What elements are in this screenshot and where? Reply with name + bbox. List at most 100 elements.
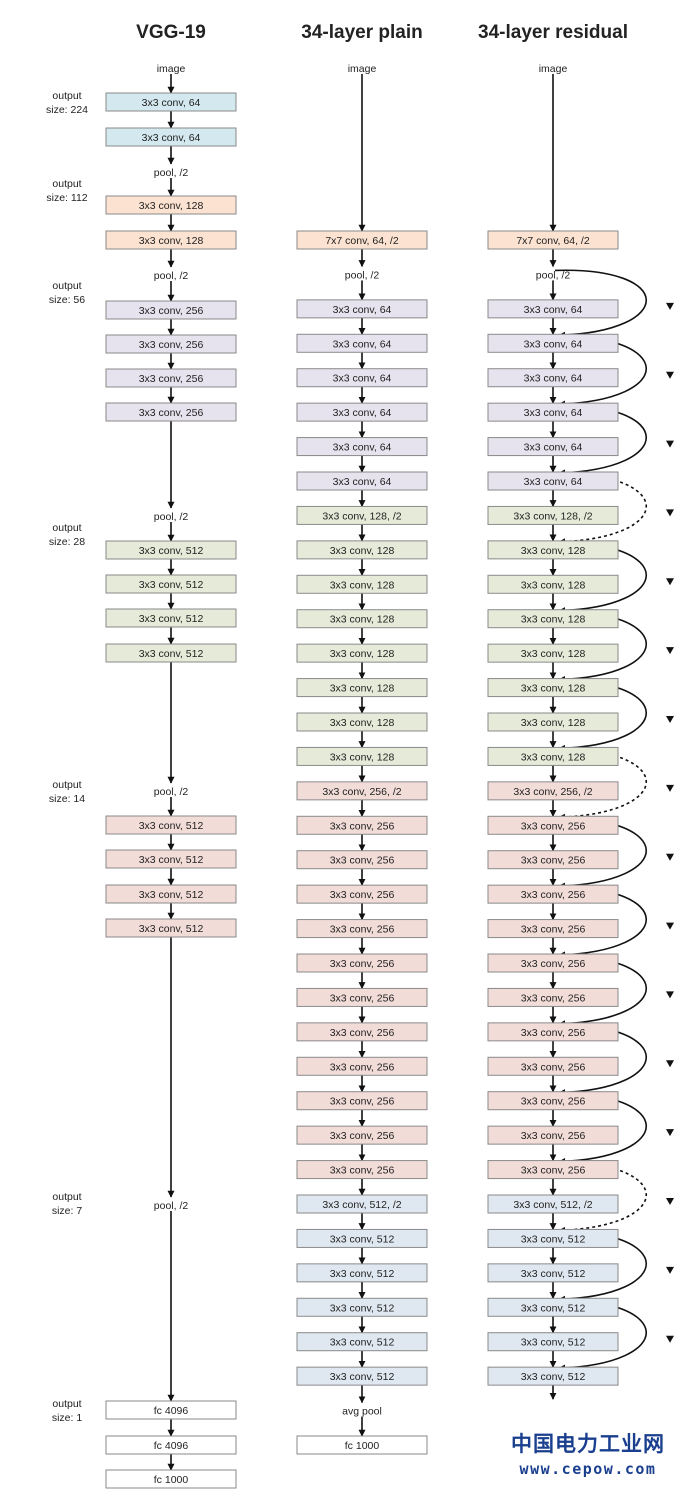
watermark-chinese-text: 中国电力工业网	[511, 1432, 665, 1456]
plain-layer-10: 3x3 conv, 128	[296, 540, 428, 560]
plain-label-2: pool, /2	[345, 269, 380, 281]
vgg-layer-10: 3x3 conv, 256	[105, 402, 237, 422]
vgg-layer-13: 3x3 conv, 512	[105, 574, 237, 594]
vgg-label-0: image	[157, 63, 186, 75]
residual-layer-10: 3x3 conv, 128	[487, 540, 619, 560]
svg-text:3x3 conv, 512: 3x3 conv, 512	[521, 1302, 586, 1314]
plain-layer-34: 3x3 conv, 512	[296, 1366, 428, 1386]
svg-text:3x3 conv, 512: 3x3 conv, 512	[139, 648, 204, 660]
shortcut-arrowhead	[666, 1129, 674, 1137]
svg-text:3x3 conv, 64: 3x3 conv, 64	[333, 338, 392, 350]
svg-text:3x3 conv, 256: 3x3 conv, 256	[139, 373, 204, 385]
svg-text:3x3 conv, 64: 3x3 conv, 64	[333, 442, 392, 454]
svg-text:3x3 conv, 128: 3x3 conv, 128	[521, 683, 586, 695]
residual-shortcut-7	[554, 747, 648, 821]
output-size-28: output size: 28	[32, 521, 102, 549]
svg-text:3x3 conv, 256, /2: 3x3 conv, 256, /2	[513, 786, 592, 798]
svg-text:3x3 conv, 64: 3x3 conv, 64	[524, 407, 583, 419]
svg-text:3x3 conv, 128: 3x3 conv, 128	[521, 614, 586, 626]
svg-text:3x3 conv, 128: 3x3 conv, 128	[139, 200, 204, 212]
plain-layer-3: 3x3 conv, 64	[296, 299, 428, 319]
vgg-layer-12: 3x3 conv, 512	[105, 540, 237, 560]
watermark-url: www.cepow.com	[519, 1460, 657, 1478]
svg-text:3x3 conv, 128: 3x3 conv, 128	[330, 717, 395, 729]
column-title-residual: 34-layer residual	[478, 22, 628, 43]
residual-layer-11: 3x3 conv, 128	[487, 574, 619, 594]
plain-layer-36: fc 1000	[296, 1435, 428, 1455]
svg-text:3x3 conv, 64: 3x3 conv, 64	[524, 304, 583, 316]
vgg-layer-1: 3x3 conv, 64	[105, 92, 237, 112]
vgg-label-3: pool, /2	[154, 167, 189, 179]
residual-layer-19: 3x3 conv, 256	[487, 850, 619, 870]
output-size-line2: size: 14	[48, 793, 86, 805]
svg-text:3x3 conv, 128: 3x3 conv, 128	[330, 751, 395, 763]
svg-text:3x3 conv, 256: 3x3 conv, 256	[330, 924, 395, 936]
residual-layer-30: 3x3 conv, 512	[487, 1228, 619, 1248]
svg-text:3x3 conv, 256: 3x3 conv, 256	[521, 1096, 586, 1108]
svg-text:3x3 conv, 128, /2: 3x3 conv, 128, /2	[513, 510, 592, 522]
residual-layer-6: 3x3 conv, 64	[487, 402, 619, 422]
svg-text:3x3 conv, 256: 3x3 conv, 256	[521, 958, 586, 970]
svg-text:3x3 conv, 256: 3x3 conv, 256	[139, 305, 204, 317]
svg-text:fc 1000: fc 1000	[154, 1474, 189, 1486]
plain-layer-19: 3x3 conv, 256	[296, 850, 428, 870]
residual-layer-17: 3x3 conv, 256, /2	[487, 781, 619, 801]
residual-layer-28: 3x3 conv, 256	[487, 1160, 619, 1180]
svg-text:image: image	[157, 63, 186, 75]
plain-layer-27: 3x3 conv, 256	[296, 1125, 428, 1145]
residual-shortcut-13	[554, 1160, 648, 1234]
svg-text:3x3 conv, 256: 3x3 conv, 256	[521, 924, 586, 936]
svg-text:3x3 conv, 128: 3x3 conv, 128	[521, 751, 586, 763]
svg-text:3x3 conv, 128: 3x3 conv, 128	[330, 579, 395, 591]
output-size-line2: size: 28	[48, 536, 86, 548]
svg-text:3x3 conv, 256: 3x3 conv, 256	[139, 407, 204, 419]
svg-text:3x3 conv, 512, /2: 3x3 conv, 512, /2	[513, 1199, 592, 1211]
residual-layer-8: 3x3 conv, 64	[487, 471, 619, 491]
vgg-label-16: pool, /2	[154, 786, 189, 798]
plain-layer-17: 3x3 conv, 256, /2	[296, 781, 428, 801]
plain-layer-6: 3x3 conv, 64	[296, 402, 428, 422]
residual-label-0: image	[539, 63, 568, 75]
svg-text:3x3 conv, 512: 3x3 conv, 512	[521, 1268, 586, 1280]
plain-layer-11: 3x3 conv, 128	[296, 574, 428, 594]
svg-text:image: image	[348, 63, 377, 75]
svg-text:3x3 conv, 128: 3x3 conv, 128	[330, 614, 395, 626]
output-size-line1: output	[52, 522, 82, 534]
plain-layer-24: 3x3 conv, 256	[296, 1022, 428, 1042]
residual-layer-21: 3x3 conv, 256	[487, 919, 619, 939]
vgg-layer-9: 3x3 conv, 256	[105, 368, 237, 388]
svg-text:pool, /2: pool, /2	[154, 270, 189, 282]
svg-text:fc 4096: fc 4096	[154, 1440, 189, 1452]
svg-text:3x3 conv, 256: 3x3 conv, 256	[330, 820, 395, 832]
svg-text:3x3 conv, 256: 3x3 conv, 256	[521, 820, 586, 832]
svg-text:3x3 conv, 512: 3x3 conv, 512	[139, 613, 204, 625]
plain-layer-16: 3x3 conv, 128	[296, 746, 428, 766]
svg-text:fc 4096: fc 4096	[154, 1405, 189, 1417]
residual-layer-7: 3x3 conv, 64	[487, 437, 619, 457]
svg-text:3x3 conv, 64: 3x3 conv, 64	[333, 476, 392, 488]
output-size-line1: output	[52, 1191, 82, 1203]
svg-text:avg pool: avg pool	[342, 1406, 382, 1418]
svg-text:pool, /2: pool, /2	[154, 511, 189, 523]
column-title-vgg19: VGG-19	[136, 22, 206, 43]
plain-layer-26: 3x3 conv, 256	[296, 1091, 428, 1111]
output-size-line2: size: 224	[45, 104, 89, 116]
vgg-layer-17: 3x3 conv, 512	[105, 815, 237, 835]
shortcut-arrowhead	[666, 922, 674, 930]
svg-text:pool, /2: pool, /2	[154, 167, 189, 179]
vgg-layer-7: 3x3 conv, 256	[105, 300, 237, 320]
svg-text:3x3 conv, 256: 3x3 conv, 256	[330, 1096, 395, 1108]
shortcut-arrowhead	[666, 1060, 674, 1068]
output-size-224: output size: 224	[32, 89, 102, 117]
svg-text:3x3 conv, 512: 3x3 conv, 512	[330, 1302, 395, 1314]
svg-text:3x3 conv, 256: 3x3 conv, 256	[330, 1027, 395, 1039]
watermark: 中国电力工业网 www.cepow.com	[498, 1428, 678, 1478]
svg-text:3x3 conv, 128: 3x3 conv, 128	[330, 545, 395, 557]
svg-text:3x3 conv, 512: 3x3 conv, 512	[139, 579, 204, 591]
svg-text:3x3 conv, 128: 3x3 conv, 128	[521, 648, 586, 660]
plain-layer-5: 3x3 conv, 64	[296, 368, 428, 388]
output-size-line2: size: 7	[51, 1205, 83, 1217]
vgg-layer-2: 3x3 conv, 64	[105, 127, 237, 147]
svg-text:3x3 conv, 128: 3x3 conv, 128	[330, 648, 395, 660]
